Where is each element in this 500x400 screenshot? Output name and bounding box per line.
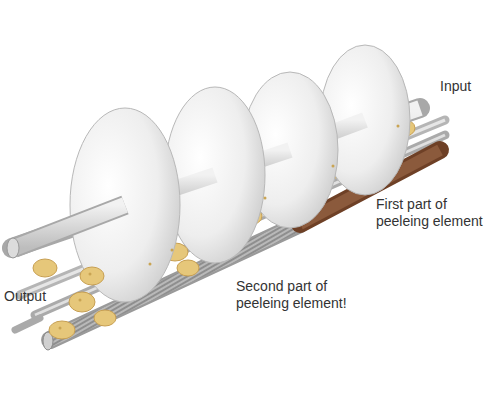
part-label: First part of peeleing element (376, 196, 494, 230)
input-label: Input (440, 78, 496, 95)
part-label: Second part of peeleing element! (236, 278, 364, 312)
output-label: Output (4, 288, 64, 305)
